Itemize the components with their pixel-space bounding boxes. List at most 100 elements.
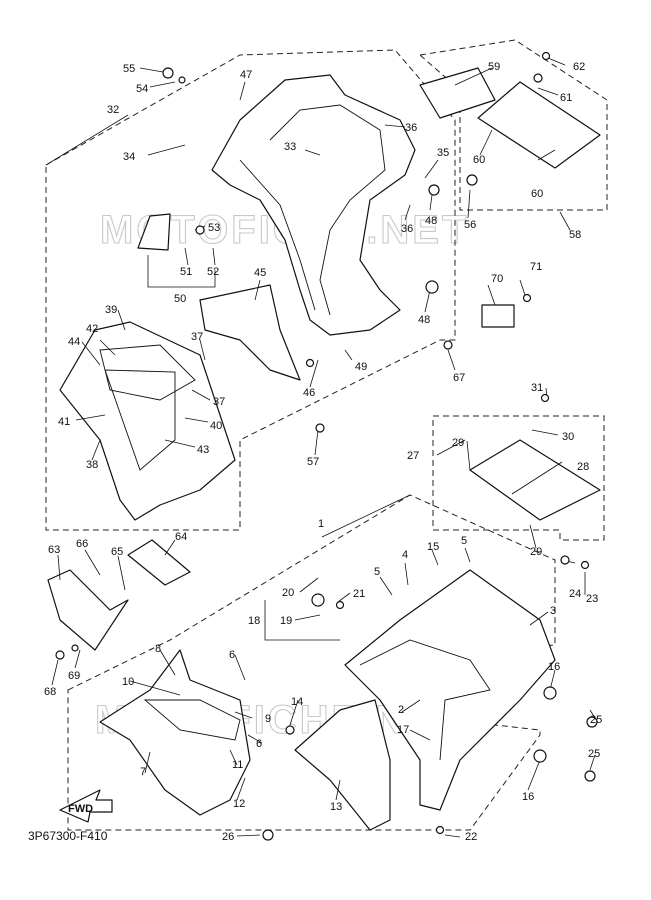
callout-16b: 16	[522, 791, 534, 803]
callout-2: 2	[398, 704, 404, 716]
screw-67-icon	[443, 340, 453, 350]
callout-7: 7	[140, 766, 146, 778]
callout-47: 47	[240, 69, 252, 81]
callout-27: 27	[407, 450, 419, 462]
callout-42: 42	[86, 323, 98, 335]
callout-38: 38	[86, 459, 98, 471]
screw-22-icon	[435, 825, 445, 835]
callout-39: 39	[105, 304, 117, 316]
callout-28: 28	[577, 461, 589, 473]
lower-cowling-right-inner	[359, 639, 491, 761]
callout-34: 34	[123, 151, 135, 163]
callout-33: 33	[284, 141, 296, 153]
callout-43: 43	[197, 444, 209, 456]
callout-37b: 37	[213, 396, 225, 408]
callout-68: 68	[44, 686, 56, 698]
callout-11: 11	[232, 759, 243, 771]
callout-53: 53	[208, 222, 220, 234]
fwd-arrow-icon: FWD	[59, 789, 113, 823]
callout-20: 20	[282, 587, 294, 599]
callout-numbers: 1 2 3 4 5 5 6 6 7 8 9 10 11 12 13 14 15 …	[44, 61, 602, 843]
inner-cover-left-shape	[59, 321, 236, 521]
callout-29b: 29	[530, 546, 542, 558]
callout-66: 66	[76, 538, 88, 550]
callout-48a: 48	[425, 215, 437, 227]
callout-52: 52	[207, 266, 219, 278]
callout-62: 62	[573, 61, 585, 73]
callout-64: 64	[175, 531, 187, 543]
callout-26: 26	[222, 831, 234, 843]
inner-cover-13-shape	[294, 699, 391, 831]
fwd-label: FWD	[68, 803, 93, 815]
bolt-25-icon	[586, 716, 598, 728]
callout-21: 21	[353, 588, 365, 600]
decal-59-shape	[419, 67, 496, 119]
callout-10: 10	[122, 676, 134, 688]
fastener-57-icon	[315, 423, 325, 433]
callout-67: 67	[453, 372, 465, 384]
callout-57: 57	[307, 456, 319, 468]
leader-lines	[45, 57, 596, 838]
grommet-61-icon	[533, 73, 543, 83]
damper-48-icon	[428, 184, 440, 196]
callout-25a: 25	[590, 714, 602, 726]
callout-60b: 60	[531, 188, 543, 200]
callout-1: 1	[318, 518, 324, 530]
callout-6a: 6	[229, 649, 235, 661]
callout-70: 70	[491, 273, 503, 285]
bolt-55-icon	[162, 67, 174, 79]
callout-9: 9	[265, 713, 271, 725]
callout-14: 14	[291, 696, 303, 708]
callout-36a: 36	[405, 122, 417, 134]
lower-cowling-left-detail	[143, 699, 241, 741]
callout-60a: 60	[473, 154, 485, 166]
screw-53-icon	[195, 225, 205, 235]
group-outline-upper-cowling	[45, 49, 456, 531]
callout-50: 50	[174, 293, 186, 305]
light-20-icon	[311, 593, 325, 607]
callout-18: 18	[248, 615, 260, 627]
washer-69-icon	[71, 644, 79, 652]
callout-29a: 29	[452, 437, 464, 449]
bolt-56-icon	[466, 174, 478, 186]
callout-65: 65	[111, 546, 123, 558]
light-assembly-shape	[137, 213, 171, 251]
washer-24-icon	[560, 555, 570, 565]
callout-61: 61	[560, 92, 572, 104]
bolt-25b-icon	[584, 770, 596, 782]
inner-panel-shape	[469, 439, 601, 521]
callout-51: 51	[180, 266, 192, 278]
callout-71: 71	[530, 261, 542, 273]
inner-panel-line	[511, 461, 563, 495]
screw-62-icon	[541, 51, 551, 61]
callout-23: 23	[586, 593, 598, 605]
callout-46: 46	[303, 387, 315, 399]
upper-cowling-edge	[239, 159, 316, 311]
callout-49: 49	[355, 361, 367, 373]
callout-12: 12	[233, 798, 245, 810]
diagram-code: 3P67300-F410	[28, 829, 108, 843]
callout-32: 32	[107, 104, 119, 116]
callout-5a: 5	[374, 566, 380, 578]
lower-cowling-right-shape	[344, 569, 556, 811]
callout-6b: 6	[256, 738, 262, 750]
callout-25b: 25	[588, 748, 600, 760]
callout-17: 17	[397, 724, 409, 736]
callout-16a: 16	[548, 661, 560, 673]
callout-44: 44	[68, 336, 80, 348]
callout-41: 41	[58, 416, 70, 428]
screw-14-icon	[285, 725, 295, 735]
callout-5b: 5	[461, 535, 467, 547]
callout-8: 8	[155, 643, 161, 655]
group-outline-inner-panel	[432, 415, 605, 541]
damper-48b-icon	[425, 280, 439, 294]
callout-15: 15	[427, 541, 439, 553]
screw-46-icon	[305, 358, 315, 368]
callout-4: 4	[402, 549, 408, 561]
side-cover-63-shape	[47, 569, 129, 651]
callout-45: 45	[254, 267, 266, 279]
callout-37a: 37	[191, 331, 203, 343]
callout-56: 56	[464, 219, 476, 231]
washer-54-icon	[178, 76, 186, 84]
